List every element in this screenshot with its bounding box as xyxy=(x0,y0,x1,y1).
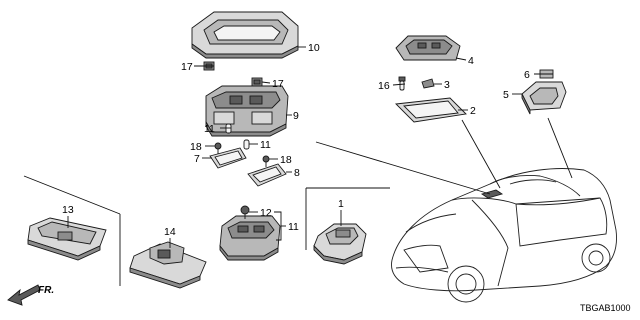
leader-lines xyxy=(23,46,573,286)
part-screw-left xyxy=(214,142,222,154)
callout-11-right: 11 xyxy=(260,139,271,151)
callout-12: 11 xyxy=(288,221,299,233)
callout-15: 14 xyxy=(164,226,176,238)
callout-labels: 10 17 17 9 11 11 18 18 7 8 4 16 3 2 6 5 … xyxy=(62,42,530,238)
callout-8: 8 xyxy=(294,167,300,179)
part-bulb-right xyxy=(243,139,250,150)
part-bulb-16 xyxy=(398,76,406,91)
part-module-12 xyxy=(219,215,281,261)
part-screw-13 xyxy=(240,205,250,219)
part-bulb-3 xyxy=(421,78,435,89)
part-clip-right xyxy=(251,77,263,87)
callout-1: 1 xyxy=(338,198,344,210)
callout-16: 16 xyxy=(378,80,390,92)
front-arrow-icon xyxy=(7,284,41,306)
part-bulb-left xyxy=(225,123,232,134)
callout-13: 12 xyxy=(260,207,272,219)
part-console-light-unit xyxy=(205,85,289,137)
callout-17-left: 17 xyxy=(181,61,193,73)
callout-14: 13 xyxy=(62,204,74,216)
callout-3: 3 xyxy=(444,79,450,91)
front-direction-indicator: FR. xyxy=(7,284,54,306)
callout-6: 6 xyxy=(524,69,530,81)
callout-11-left: 11 xyxy=(204,123,215,135)
callout-10: 10 xyxy=(308,42,320,54)
callout-18-left: 18 xyxy=(190,141,202,153)
part-map-light-housing xyxy=(395,35,461,61)
part-map-light-lens xyxy=(395,97,467,123)
callout-4: 4 xyxy=(468,55,474,67)
part-unit-1 xyxy=(313,223,367,265)
callout-18-right: 18 xyxy=(280,154,292,166)
callout-17-right: 17 xyxy=(272,78,284,90)
part-light-15 xyxy=(129,241,207,289)
diagram-code: TBGAB1000 xyxy=(580,303,631,313)
part-console-frame xyxy=(191,11,299,59)
callout-2: 2 xyxy=(470,105,476,117)
callout-9: 9 xyxy=(293,110,299,122)
front-label: FR. xyxy=(38,285,54,296)
callout-7: 7 xyxy=(194,153,200,165)
part-lens-right xyxy=(247,163,287,187)
part-bracket-5 xyxy=(521,81,567,115)
part-screw-right xyxy=(262,155,270,167)
part-lens-left xyxy=(209,147,247,169)
car-outline xyxy=(391,168,617,303)
callout-5: 5 xyxy=(503,89,509,101)
part-light-14 xyxy=(27,217,107,261)
